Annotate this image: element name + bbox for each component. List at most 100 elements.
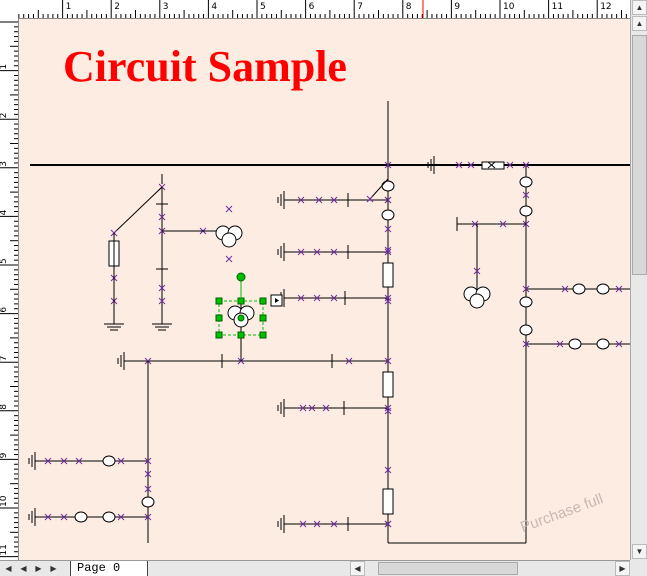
- scroll-down-button[interactable]: ▼: [632, 544, 647, 559]
- selection-frame: [215, 272, 267, 339]
- terminal-marker: [615, 340, 623, 348]
- terminal-marker: [144, 485, 152, 493]
- switch-symbol: [381, 209, 395, 221]
- terminal-marker: [384, 294, 392, 302]
- ruler-label: 7: [0, 355, 9, 361]
- terminal-marker: [384, 407, 392, 415]
- next-page-icon[interactable]: ▶: [35, 564, 42, 573]
- scroll-left-button[interactable]: ◀: [350, 561, 365, 576]
- terminal-marker: [366, 195, 374, 203]
- ruler-label: 9: [0, 452, 9, 458]
- terminal-marker: [522, 285, 530, 293]
- size-grip[interactable]: [630, 560, 647, 575]
- breaker-blade: [113, 186, 163, 234]
- terminal-marker: [330, 520, 338, 528]
- terminal-marker: [384, 225, 392, 233]
- ruler-label: 1: [0, 64, 9, 70]
- pin-handle: [237, 314, 245, 322]
- terminal-marker: [117, 513, 125, 521]
- scroll-up-page-button[interactable]: ▲: [632, 16, 647, 31]
- terminal-marker: [384, 297, 392, 305]
- ruler-label: 1: [66, 2, 72, 12]
- fuse-symbol: [382, 488, 394, 515]
- terminal-marker: [384, 520, 392, 528]
- last-page-icon[interactable]: ▶: [50, 564, 57, 573]
- terminal-marker: [384, 404, 392, 412]
- breaker-blade: [369, 178, 389, 200]
- terminal-marker: [330, 294, 338, 302]
- terminal-marker: [60, 513, 68, 521]
- terminal-marker: [467, 161, 475, 169]
- page-tab[interactable]: Page 0: [70, 561, 148, 576]
- switch-symbol: [381, 180, 395, 192]
- horizontal-scroll-thumb[interactable]: [378, 562, 518, 575]
- switch-symbol: [519, 324, 533, 336]
- ruler-label: 3: [163, 2, 169, 12]
- ruler-label: 12: [600, 2, 611, 12]
- terminal-marker: [75, 457, 83, 465]
- selection-handle: [215, 314, 223, 322]
- selection-handle: [259, 331, 267, 339]
- selection-handle: [215, 297, 223, 305]
- terminal-marker: [299, 404, 307, 412]
- bottom-bar: ◀ ◀ ▶ ▶ Page 0 ◀ ▶: [0, 560, 647, 576]
- switch-symbol: [596, 338, 610, 350]
- wire: [487, 161, 496, 169]
- switch-symbol: [141, 496, 155, 508]
- page-title[interactable]: Circuit Sample: [63, 42, 347, 91]
- terminal-marker: [384, 196, 392, 204]
- ruler-label: 10: [0, 495, 9, 507]
- terminal-marker: [313, 294, 321, 302]
- selection-handle: [259, 297, 267, 305]
- terminal-marker: [313, 520, 321, 528]
- vertical-scroll-thumb[interactable]: [632, 35, 647, 275]
- selection-handle: [259, 314, 267, 322]
- ruler-label: 5: [260, 2, 266, 12]
- terminal-marker: [144, 457, 152, 465]
- selection-handle: [237, 331, 245, 339]
- scroll-right-button[interactable]: ▶: [615, 561, 630, 576]
- terminal-marker: [556, 340, 564, 348]
- ruler-corner[interactable]: [0, 0, 19, 19]
- rotation-handle: [236, 272, 246, 282]
- terminal-marker: [522, 191, 530, 199]
- ruler-label: 10: [503, 2, 515, 12]
- terminal-marker: [384, 357, 392, 365]
- terminal-marker: [522, 161, 530, 169]
- ruler-label: 8: [406, 2, 412, 12]
- ruler-label: 3: [0, 161, 9, 167]
- ruler-label: 11: [552, 2, 563, 12]
- terminal-marker: [522, 340, 530, 348]
- prev-page-icon[interactable]: ◀: [20, 564, 27, 573]
- terminal-marker: [44, 457, 52, 465]
- terminal-marker: [297, 196, 305, 204]
- terminal-marker: [384, 248, 392, 256]
- terminal-marker: [384, 246, 392, 254]
- terminal-marker: [297, 248, 305, 256]
- terminal-marker: [144, 513, 152, 521]
- first-page-icon[interactable]: ◀: [5, 564, 12, 573]
- circuit-diagram[interactable]: [19, 19, 630, 560]
- ruler-label: 7: [357, 2, 363, 12]
- ruler-label: 6: [309, 2, 315, 12]
- fuse-symbol: [382, 262, 394, 288]
- terminal-marker: [315, 196, 323, 204]
- terminal-marker: [225, 205, 233, 213]
- terminal-marker: [330, 248, 338, 256]
- terminal-marker: [499, 220, 507, 228]
- transformer-symbol: [215, 225, 243, 248]
- horizontal-scrollbar[interactable]: ◀ ▶: [350, 561, 630, 576]
- switch-symbol: [519, 296, 533, 308]
- drawing-canvas[interactable]: Circuit Sample Purchase full: [19, 19, 630, 560]
- switch-symbol: [596, 283, 610, 295]
- terminal-marker: [44, 513, 52, 521]
- scroll-up-button[interactable]: ▲: [632, 0, 647, 15]
- terminal-marker: [308, 404, 316, 412]
- ruler-label: 4: [211, 2, 217, 12]
- switch-symbol: [102, 455, 116, 467]
- ruler-label: 9: [454, 2, 460, 12]
- terminal-marker: [313, 248, 321, 256]
- terminal-marker: [144, 470, 152, 478]
- vertical-scrollbar[interactable]: ▲ ▲ ▼: [630, 0, 647, 560]
